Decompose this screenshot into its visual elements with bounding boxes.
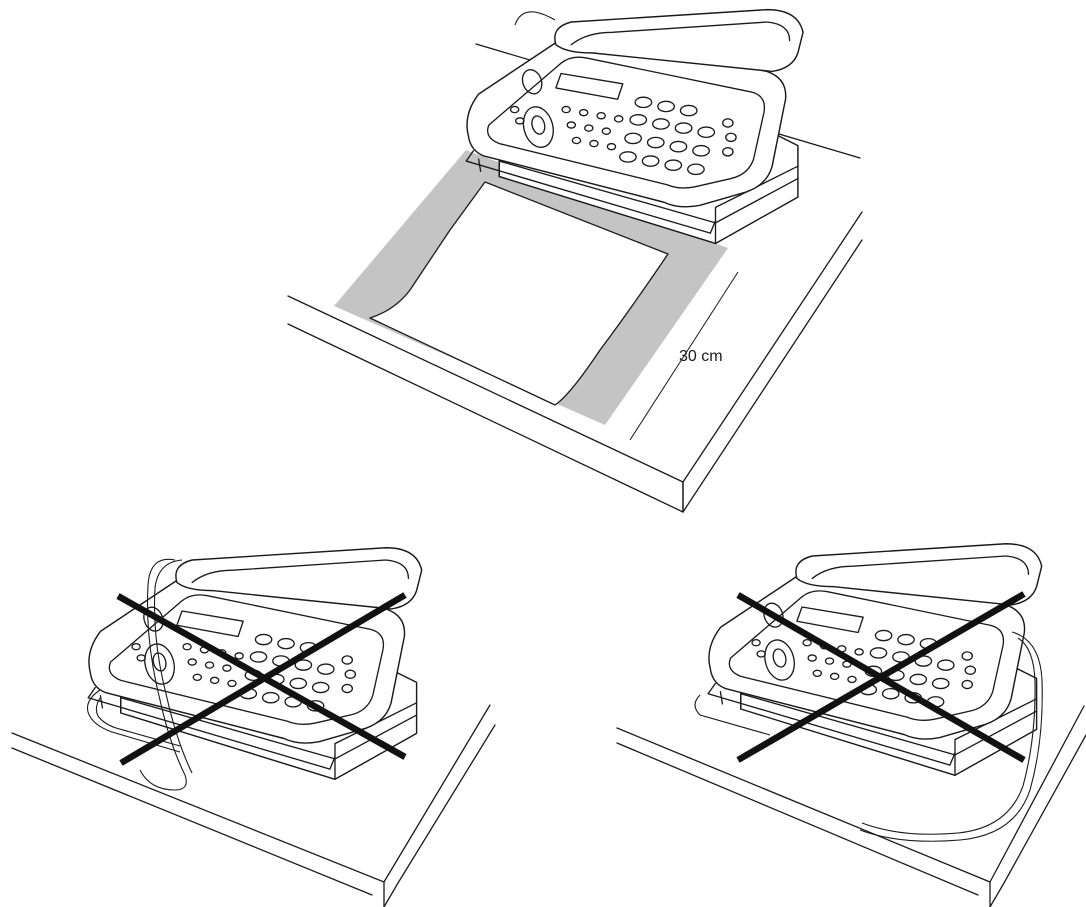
- fax-machine: [88, 548, 422, 780]
- wrong-placement-cord-left-panel: [12, 548, 495, 907]
- wrong-placement-cord-right-panel: [617, 544, 1086, 907]
- clearance-label: 30 cm: [679, 348, 723, 365]
- correct-placement-panel: 30 cm: [288, 10, 862, 512]
